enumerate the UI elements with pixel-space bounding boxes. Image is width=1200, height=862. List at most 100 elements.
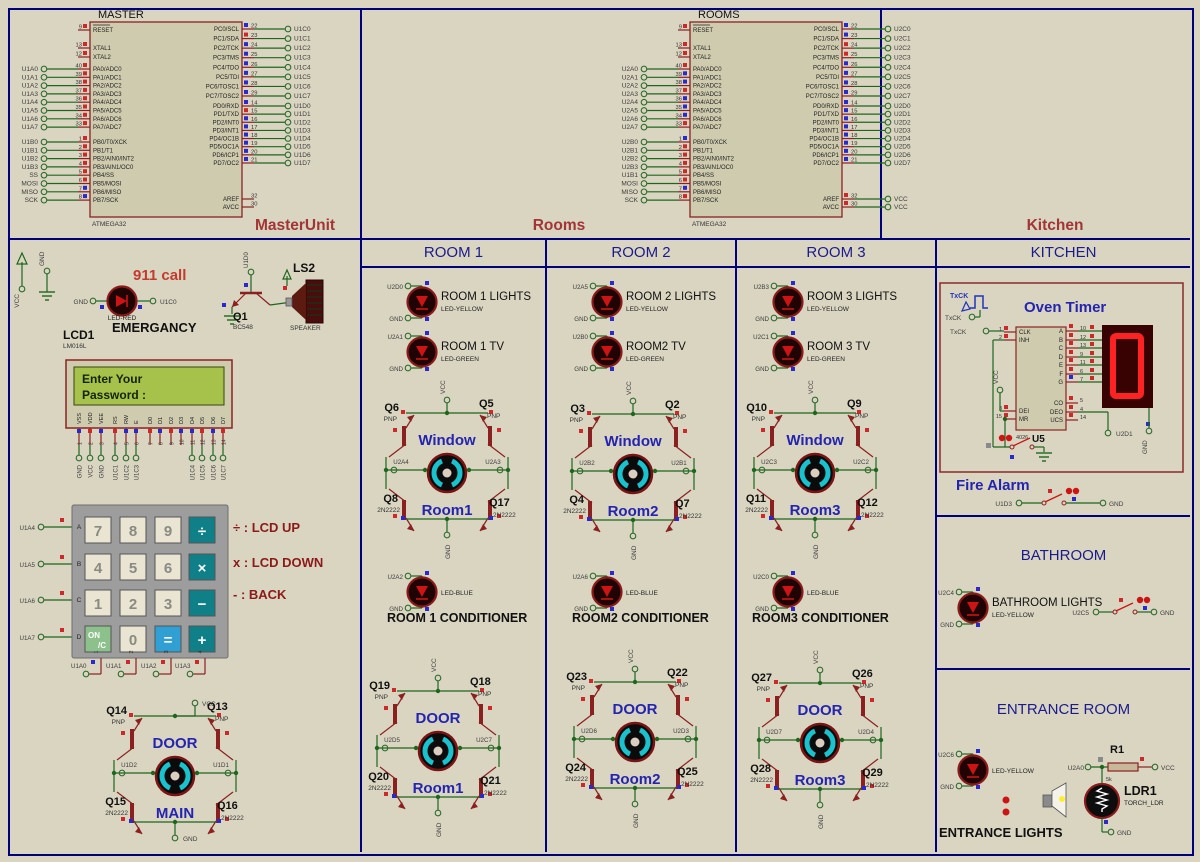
svg-text:PC2/TCK: PC2/TCK	[814, 46, 839, 52]
key-7[interactable]: 7	[85, 517, 111, 543]
svg-text:PC5/TDI: PC5/TDI	[216, 75, 239, 81]
svg-text:U2A3: U2A3	[622, 91, 639, 98]
ldr1[interactable]: LDR1TORCH_LDRGND	[1085, 767, 1164, 837]
label-lm016l: LM016L	[63, 343, 87, 350]
key-6[interactable]: 6	[155, 554, 181, 580]
svg-text:U1B2: U1B2	[22, 156, 39, 163]
svg-text:VCC: VCC	[628, 649, 635, 663]
svg-text:AVCC: AVCC	[823, 205, 840, 211]
label-emergancy: EMERGANCY	[112, 321, 197, 335]
key-0[interactable]: 0	[120, 626, 146, 652]
key-3[interactable]: 3	[155, 590, 181, 616]
hbridge-win2[interactable]: VCCQ3PNPQ2PNPQ42N2222Q72N2222U2B2U2B1GND…	[563, 381, 702, 560]
svg-text:Q18: Q18	[470, 676, 491, 688]
keypad[interactable]: U1A4U1A5U1A6U1A7ABCD789÷456×123−ON/C0=+1…	[20, 505, 228, 677]
svg-text:2: 2	[89, 442, 95, 445]
chip-master[interactable]: MASTERATMEGA32RESET9XTAL113XTAL212PA0/AD…	[21, 9, 311, 228]
svg-text:DOOR: DOOR	[153, 735, 198, 752]
svg-text:PC1/SDA: PC1/SDA	[213, 37, 239, 43]
svg-text:VCC: VCC	[431, 658, 438, 672]
svg-text:ATMEGA32: ATMEGA32	[692, 221, 727, 228]
key-÷[interactable]: ÷	[189, 517, 215, 543]
key-×[interactable]: ×	[189, 554, 215, 580]
header-room1: ROOM 1	[362, 240, 545, 268]
svg-text:GND: GND	[940, 622, 954, 629]
svg-text:U2C7: U2C7	[894, 93, 911, 100]
led-r1t[interactable]: U2A1GNDROOM 1 TVLED-GREEN	[388, 331, 505, 373]
svg-text:2N2222: 2N2222	[221, 815, 244, 822]
chip-rooms[interactable]: ROOMSATMEGA32RESET9XTAL113XTAL212PA0/ADC…	[621, 9, 911, 228]
svg-text:PNP: PNP	[112, 719, 125, 726]
key-+[interactable]: +	[189, 626, 215, 652]
svg-text:/C: /C	[98, 641, 106, 650]
svg-text:PNP: PNP	[215, 716, 228, 723]
svg-text:PB6/MISO: PB6/MISO	[93, 190, 122, 196]
svg-text:Room3: Room3	[795, 772, 846, 789]
svg-text:C: C	[1059, 346, 1064, 352]
svg-text:U2C1: U2C1	[894, 36, 911, 43]
hbridge-win1[interactable]: VCCQ6PNPQ5PNPQ82N2222Q172N2222U2A4U2A3GN…	[377, 380, 516, 559]
key-5[interactable]: 5	[120, 554, 146, 580]
key-1[interactable]: 1	[85, 590, 111, 616]
svg-text:U2D5: U2D5	[384, 737, 400, 744]
key-−[interactable]: −	[189, 590, 215, 616]
hbridge-door2[interactable]: VCCQ23PNPQ22PNPQ242N2222Q252N2222U2D6U2D…	[565, 649, 704, 828]
svg-text:AREF: AREF	[223, 197, 239, 203]
svg-text:8: 8	[79, 195, 82, 201]
key-=[interactable]: =	[155, 626, 181, 652]
led-ent[interactable]: U2C6GNDLED-YELLOW	[938, 749, 1035, 791]
svg-text:D2: D2	[169, 417, 175, 424]
svg-text:PC6/TOSC1: PC6/TOSC1	[206, 84, 240, 90]
header-room2: ROOM 2	[547, 240, 735, 268]
hbridge-door3[interactable]: VCCQ27PNPQ26PNPQ282N2222Q292N2222U2D7U2D…	[750, 650, 889, 829]
title-entrance-lights: ENTRANCE LIGHTS	[939, 826, 1063, 840]
svg-text:3: 3	[679, 153, 682, 159]
led-r3l[interactable]: U2B3GNDROOM 3 LIGHTSLED-YELLOW	[754, 281, 898, 323]
svg-text:U2B2: U2B2	[579, 460, 595, 467]
svg-text:Q22: Q22	[667, 667, 688, 679]
led-bath[interactable]: U2C4GNDBATHROOM LIGHTSLED-YELLOW	[938, 587, 1102, 629]
svg-text:5: 5	[125, 442, 131, 445]
svg-text:PC5/TDI: PC5/TDI	[816, 75, 839, 81]
svg-text:PD3/INT1: PD3/INT1	[213, 128, 240, 134]
lcd-module[interactable]: Enter YourPassword :VSS1GNDVDD2VCCVEE3GN…	[66, 360, 232, 480]
hbridge-win3[interactable]: VCCQ10PNPQ9PNPQ112N2222Q122N2222U2C3U2C2…	[745, 380, 884, 559]
svg-text:3: 3	[164, 596, 172, 613]
speaker-ls2[interactable]	[283, 270, 323, 323]
title-room3-conditioner: ROOM3 CONDITIONER	[752, 612, 889, 626]
key-8[interactable]: 8	[120, 517, 146, 543]
svg-text:INH: INH	[1019, 338, 1029, 344]
svg-text:Enter Your: Enter Your	[82, 372, 143, 386]
led-r3c[interactable]: U2C0GNDLED-BLUE	[753, 571, 839, 613]
svg-text:PA0/ADC0: PA0/ADC0	[693, 67, 722, 73]
svg-text:PB0/T0/XCK: PB0/T0/XCK	[93, 140, 127, 146]
key-ON/C[interactable]: ON/C	[85, 626, 111, 652]
svg-text:LED-BLUE: LED-BLUE	[441, 590, 473, 597]
hbridge-door1[interactable]: VCCQ19PNPQ18PNPQ202N2222Q212N2222U2D5U2C…	[368, 658, 507, 837]
svg-text:U1C7: U1C7	[222, 464, 228, 480]
led-r2t[interactable]: U2B0GNDROOM2 TVLED-GREEN	[573, 331, 687, 373]
svg-text:PC4/TDO: PC4/TDO	[213, 65, 239, 71]
key-9[interactable]: 9	[155, 517, 181, 543]
led-r2l[interactable]: U2A5GNDROOM 2 LIGHTSLED-YELLOW	[573, 281, 717, 323]
svg-text:U1C5: U1C5	[294, 74, 311, 81]
led-emergency[interactable]: GNDU1C0LED-RED	[74, 287, 177, 323]
led-r1l[interactable]: U2D0GNDROOM 1 LIGHTSLED-YELLOW	[387, 281, 531, 323]
led-r1c[interactable]: U2A2GNDLED-BLUE	[388, 571, 474, 613]
svg-text:U1B1: U1B1	[622, 172, 639, 179]
svg-text:32: 32	[251, 194, 257, 200]
title-room1-conditioner: ROOM 1 CONDITIONER	[387, 612, 527, 626]
svg-text:PA7/ADC7: PA7/ADC7	[93, 125, 122, 131]
svg-text:ROOM 1 LIGHTS: ROOM 1 LIGHTS	[441, 291, 531, 303]
svg-text:PA3/ADC3: PA3/ADC3	[693, 92, 722, 98]
led-r2c[interactable]: U2A6GNDLED-BLUE	[573, 571, 659, 613]
key-2[interactable]: 2	[120, 590, 146, 616]
svg-text:ROOM 3 TV: ROOM 3 TV	[807, 341, 870, 353]
hbridge-main[interactable]: VCCQ14PNPQ13PNPQ152N2222Q162N2222U1D2U1D…	[105, 700, 244, 843]
key-4[interactable]: 4	[85, 554, 111, 580]
led-r3t[interactable]: U2C1GNDROOM 3 TVLED-GREEN	[753, 331, 870, 373]
svg-text:U1A5: U1A5	[22, 108, 39, 115]
svg-text:PNP: PNP	[384, 416, 397, 423]
svg-text:U2D3: U2D3	[894, 127, 911, 134]
